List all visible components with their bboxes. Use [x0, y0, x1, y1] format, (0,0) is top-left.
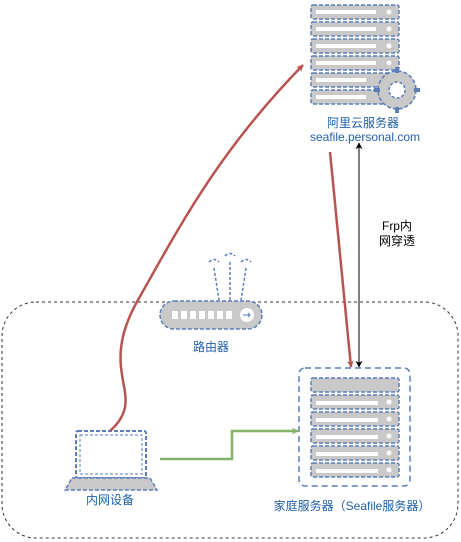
frp-label-line1: Frp内: [381, 219, 412, 233]
gear-icon: [374, 67, 420, 113]
cloud-server-label: 阿里云服务器: [326, 116, 399, 130]
laptop-icon: [63, 430, 159, 491]
laptop-label: 内网设备: [85, 493, 134, 507]
frp-label-line2: 网穿透: [378, 234, 415, 248]
arrow-cloud-to-home: [328, 151, 354, 368]
home-server-label: 家庭服务器（Seafile服务器）: [273, 499, 431, 513]
arrow-laptop-to-home: [160, 427, 299, 461]
cloud-server-domain: seafile.personal.com: [309, 130, 421, 144]
router-icon: [159, 252, 263, 330]
cloud-server-icon: [310, 4, 420, 113]
arrow-laptop-to-cloud: [109, 64, 304, 432]
home-server-icon: [298, 367, 411, 487]
router-label: 路由器: [192, 340, 229, 354]
